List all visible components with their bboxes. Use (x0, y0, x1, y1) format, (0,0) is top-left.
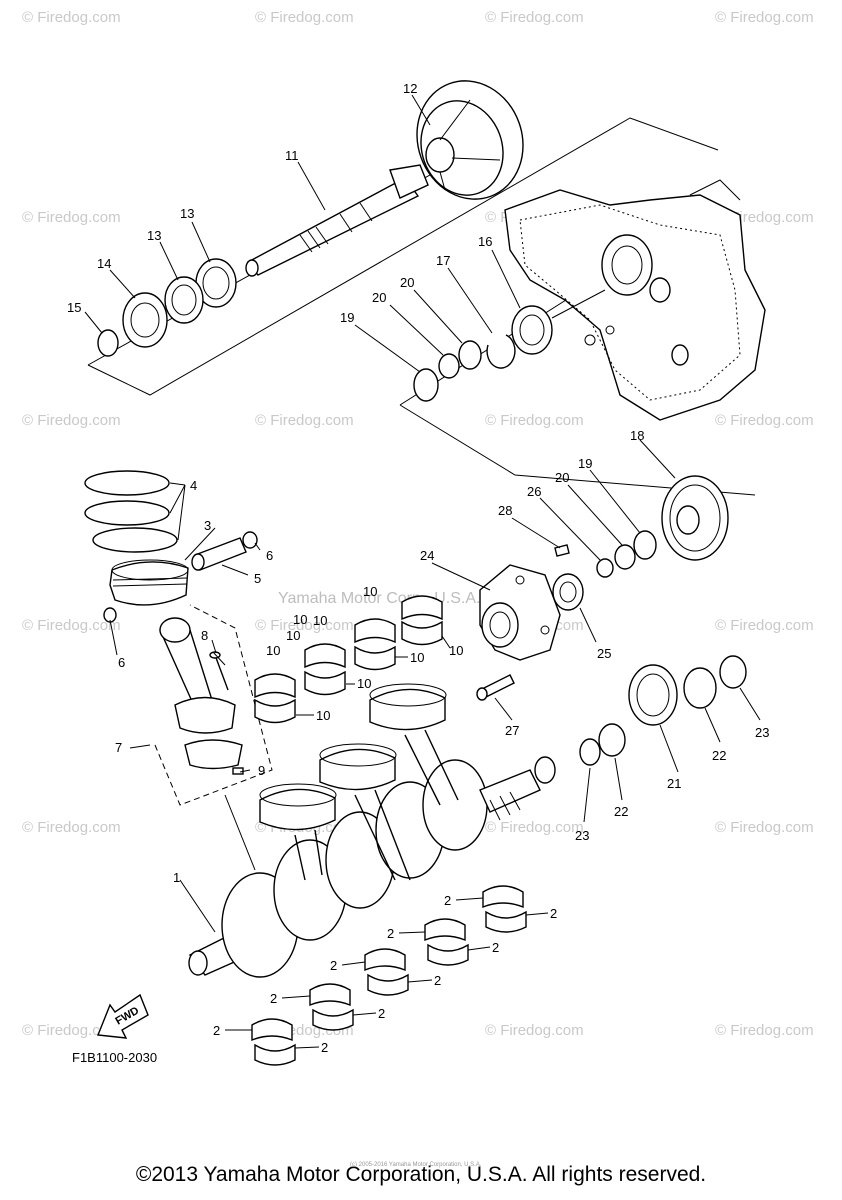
watermark: © Firedog.com (485, 819, 584, 836)
callout-2: 2 (387, 926, 394, 941)
callout-11: 11 (285, 148, 299, 163)
output-shaft-part (245, 164, 429, 277)
callout-2: 2 (330, 958, 337, 973)
callout-2: 2 (550, 906, 557, 921)
gear-21 (579, 655, 747, 766)
callout-1: 1 (173, 870, 180, 885)
callout-17: 17 (436, 253, 450, 268)
pump-housing (476, 544, 584, 701)
watermark: © Firedog.com (715, 412, 814, 429)
forward-direction-arrow: FWD (97, 993, 149, 1039)
callout-8: 8 (201, 628, 208, 643)
callout-10: 10 (293, 612, 307, 627)
clips-upper (413, 289, 606, 402)
callout-10: 10 (363, 584, 377, 599)
callout-25: 25 (597, 646, 611, 661)
callout-14: 14 (97, 256, 111, 271)
watermark: © Firedog.com (22, 1022, 121, 1039)
watermark: © Firedog.com (715, 617, 814, 634)
callout-10: 10 (316, 708, 330, 723)
callout-2: 2 (434, 973, 441, 988)
watermark: © Firedog.com (255, 617, 354, 634)
callout-10: 10 (410, 650, 424, 665)
callout-10: 10 (449, 643, 463, 658)
bearing-seals (97, 258, 237, 357)
callout-23: 23 (575, 828, 589, 843)
callout-3: 3 (204, 518, 211, 533)
callout-2: 2 (378, 1006, 385, 1021)
watermark: © Firedog.com (485, 9, 584, 26)
callout-labels: 12 11 13 13 14 15 16 17 20 20 19 18 19 2… (67, 81, 769, 1055)
watermark: © Firedog.com (485, 1022, 584, 1039)
callout-10: 10 (357, 676, 371, 691)
piston-assembly (84, 470, 258, 623)
callout-13: 13 (180, 206, 194, 221)
center-watermark: Yamaha Motor Corp., U.S.A. (278, 590, 480, 607)
callout-22: 22 (614, 804, 628, 819)
callout-5: 5 (254, 571, 261, 586)
callout-2: 2 (270, 991, 277, 1006)
watermark: © Firedog.com (22, 617, 121, 634)
tiny-footer: (c) 2005-2016 Yamaha Motor Corporation, … (350, 1162, 482, 1168)
callout-22: 22 (712, 748, 726, 763)
callout-2: 2 (321, 1040, 328, 1055)
callout-4: 4 (190, 478, 197, 493)
main-bearings (251, 885, 527, 1066)
callout-19: 19 (578, 456, 592, 471)
callout-21: 21 (667, 776, 681, 791)
callout-28: 28 (498, 503, 512, 518)
watermark: © Firedog.com (22, 9, 121, 26)
crankshaft-assembly (188, 683, 556, 978)
callout-19: 19 (340, 310, 354, 325)
callout-23: 23 (755, 725, 769, 740)
callout-16: 16 (478, 234, 492, 249)
figure-code: F1B1100-2030 (72, 1050, 157, 1065)
callout-27: 27 (505, 723, 519, 738)
watermark: © Firedog.com (22, 819, 121, 836)
callout-ticks (225, 635, 549, 1049)
conrod-assembly (129, 604, 273, 806)
watermark: © Firedog.com (715, 9, 814, 26)
callout-15: 15 (67, 300, 81, 315)
watermark: © Firedog.com (715, 1022, 814, 1039)
watermark: © Firedog.com (485, 412, 584, 429)
watermark: © Firedog.com (22, 412, 121, 429)
callout-2: 2 (444, 893, 451, 908)
callout-6: 6 (266, 548, 273, 563)
leader-lines (84, 94, 761, 933)
watermark: © Firedog.com (715, 819, 814, 836)
callout-2: 2 (492, 940, 499, 955)
callout-13: 13 (147, 228, 161, 243)
crankcase-housing (504, 179, 766, 421)
callout-24: 24 (420, 548, 434, 563)
callout-26: 26 (527, 484, 541, 499)
callout-20: 20 (400, 275, 414, 290)
callout-10: 10 (286, 628, 300, 643)
callout-2: 2 (213, 1023, 220, 1038)
callout-18: 18 (630, 428, 644, 443)
watermark: © Firedog.com (22, 209, 121, 226)
callout-9: 9 (258, 763, 265, 778)
callout-10: 10 (313, 613, 327, 628)
gear-18 (596, 475, 729, 578)
callout-20: 20 (372, 290, 386, 305)
coupler-part (416, 80, 524, 200)
watermark: © Firedog.com (255, 9, 354, 26)
conrod-bearings (254, 595, 443, 724)
callout-6: 6 (118, 655, 125, 670)
callout-7: 7 (115, 740, 122, 755)
callout-20: 20 (555, 470, 569, 485)
copyright-notice: ©2013 Yamaha Motor Corporation, U.S.A. A… (135, 1163, 707, 1186)
callout-10: 10 (266, 643, 280, 658)
watermark: © Firedog.com (255, 412, 354, 429)
callout-12: 12 (403, 81, 417, 96)
